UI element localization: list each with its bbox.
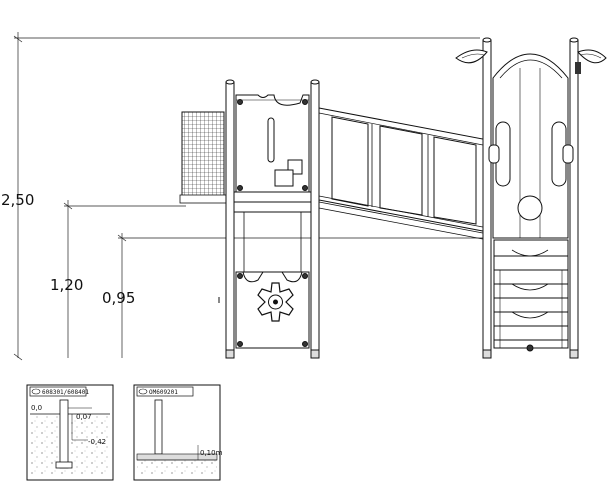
eye-icon xyxy=(31,388,41,395)
finial-left xyxy=(455,49,488,64)
bridge xyxy=(318,107,489,241)
detail-left-ground-label: 0,0 xyxy=(31,404,42,412)
dimension-overall-height: 2,50 xyxy=(1,191,34,209)
detail-left-depth-label: -0,42 xyxy=(88,438,106,446)
mesh-panel xyxy=(179,111,227,204)
foundation-detail-left xyxy=(26,384,114,481)
detail-left-tag: 608301/608401 xyxy=(42,389,89,396)
central-tower xyxy=(225,79,320,359)
detail-left-top-label: 0,07 xyxy=(76,413,92,421)
detail-right-tag: OM609201 xyxy=(149,389,178,396)
eye-icon-2 xyxy=(138,388,148,395)
detail-right-depth-label: 0,10m xyxy=(200,449,223,457)
dimension-lines xyxy=(13,32,490,361)
finial-right xyxy=(575,49,607,74)
foundation-detail-right xyxy=(133,384,221,481)
dimension-step-height: 0,95 xyxy=(102,289,135,307)
dimension-platform-height: 1,20 xyxy=(50,276,83,294)
gear-icon xyxy=(257,282,294,322)
right-tower xyxy=(482,37,579,359)
